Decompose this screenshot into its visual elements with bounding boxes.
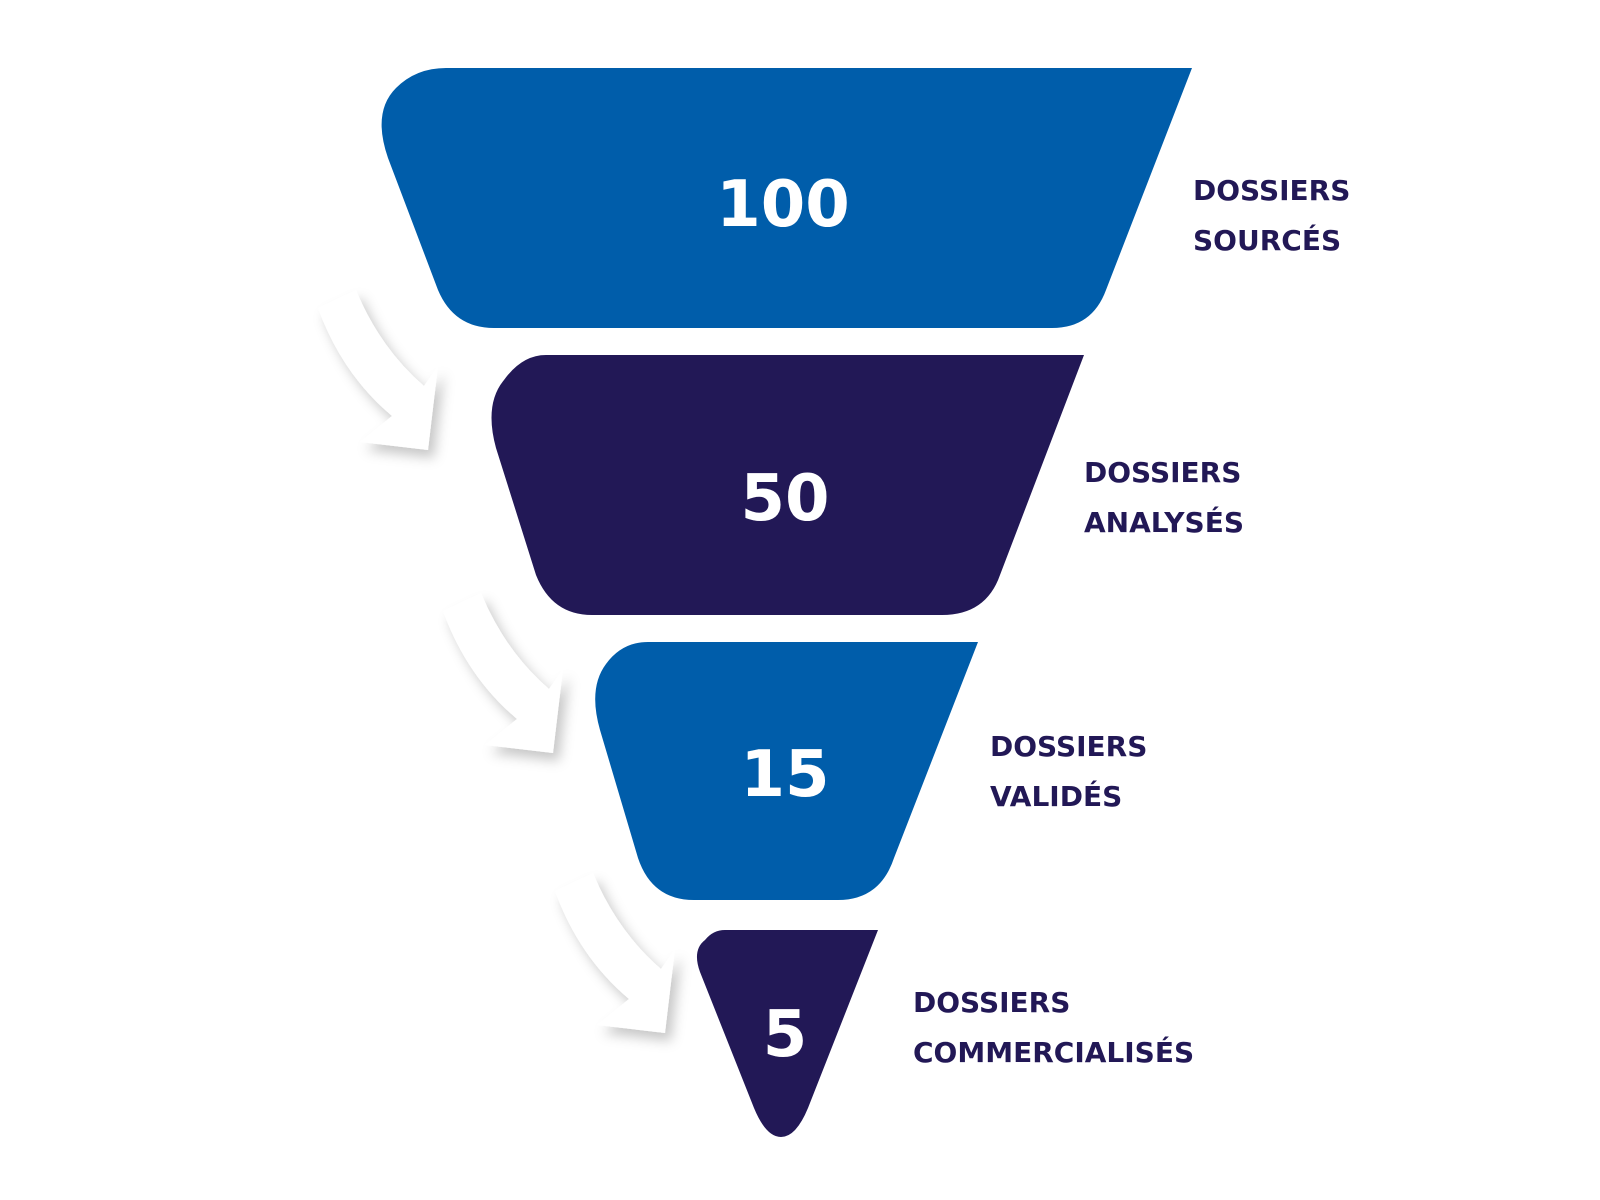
- stage-label-1-line-2: SOURCÉS: [1193, 223, 1341, 257]
- curved-down-right-arrow-icon: [443, 593, 563, 753]
- funnel-segment-3: [595, 642, 978, 900]
- stage-count-2: 50: [740, 462, 829, 536]
- stage-label-2: DOSSIERS ANALYSÉS: [1084, 456, 1251, 539]
- stage-label-2-line-1: DOSSIERS: [1084, 456, 1241, 489]
- stage-label-4-line-1: DOSSIERS: [913, 986, 1070, 1019]
- stage-label-1: DOSSIERS SOURCÉS: [1193, 174, 1360, 257]
- funnel-segment-4: [696, 930, 878, 1137]
- stage-label-3-line-1: DOSSIERS: [990, 730, 1147, 763]
- stage-label-4-line-2: COMMERCIALISÉS: [913, 1035, 1194, 1069]
- stage-label-3-line-2: VALIDÉS: [990, 779, 1122, 813]
- stage-count-4: 5: [763, 998, 808, 1072]
- funnel-stage-2: 50 DOSSIERS ANALYSÉS: [491, 355, 1251, 615]
- stage-label-1-line-1: DOSSIERS: [1193, 174, 1350, 207]
- funnel-stage-1: 100 DOSSIERS SOURCÉS: [381, 68, 1360, 328]
- funnel-segment-2: [491, 355, 1084, 615]
- stage-label-3: DOSSIERS VALIDÉS: [990, 730, 1157, 813]
- funnel-segment-1: [381, 68, 1193, 328]
- funnel-stage-3: 15 DOSSIERS VALIDÉS: [595, 642, 1157, 900]
- stage-count-1: 100: [716, 168, 850, 242]
- stage-label-4: DOSSIERS COMMERCIALISÉS: [913, 986, 1194, 1069]
- curved-down-right-arrow-icon: [318, 290, 438, 450]
- stage-count-3: 15: [740, 738, 829, 812]
- funnel-stage-4: 5 DOSSIERS COMMERCIALISÉS: [696, 930, 1194, 1137]
- stage-label-2-line-2: ANALYSÉS: [1084, 505, 1244, 539]
- curved-down-right-arrow-icon: [555, 873, 675, 1033]
